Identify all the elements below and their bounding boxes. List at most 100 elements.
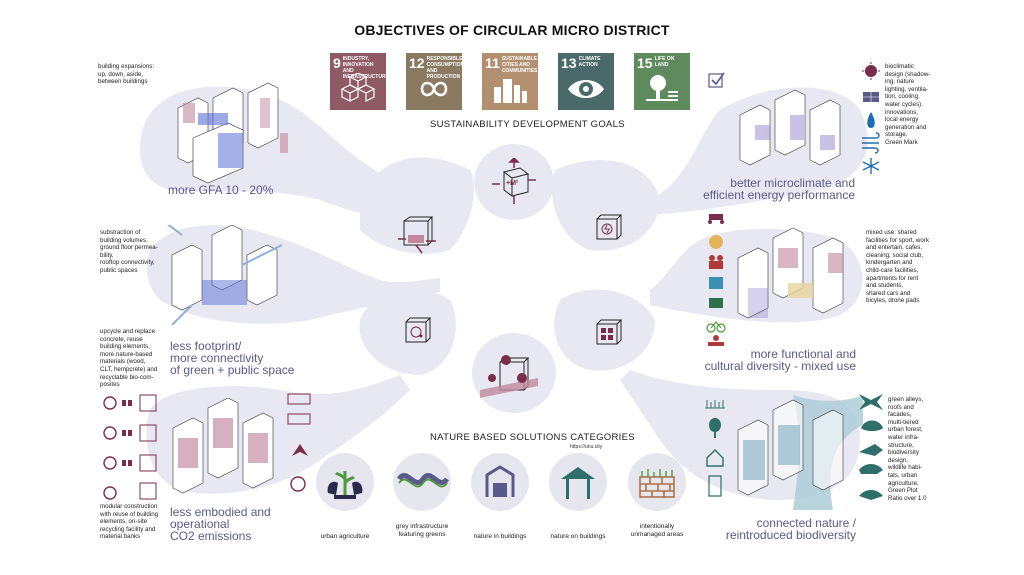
sdg-number: 9 (333, 55, 341, 71)
note-line: between buildings (98, 78, 148, 86)
nbs-label-line: featuring greens (398, 531, 446, 538)
nbs-source: https://unu.city (570, 444, 603, 450)
note-line: and entertain. cafes, (866, 244, 923, 252)
note-line: cleaning, social club, (866, 251, 924, 259)
nbs-circle-nature-on (549, 453, 607, 511)
sdg-number: 13 (561, 55, 577, 71)
note-line: substraction of (100, 229, 141, 236)
note-line: design, (888, 456, 908, 464)
agriculture-icon (327, 471, 363, 499)
note-line: building elements, (100, 343, 150, 351)
objective-mixed-use: more functional and cultural diversity -… (680, 348, 856, 372)
note-line: child-care facilities, (866, 266, 919, 274)
objective-co2: less embodied and operational CO2 emissi… (170, 506, 271, 542)
unmanaged-area-icon (639, 469, 675, 498)
objective-mixed-line2: cultural diversity - mixed use (704, 359, 856, 373)
note-line: biodiversity (888, 449, 919, 457)
note-modular: modular construction with reuse of build… (100, 503, 180, 541)
note-line: water cycles). (885, 100, 923, 108)
nature-on-building-icon (561, 467, 595, 499)
nbs-label-line: nature on buildings (550, 533, 606, 540)
sdg-label: CLIMATE ACTION (578, 56, 601, 68)
note-mixed-use: mixed use: shared facilities for sport, … (866, 229, 956, 305)
note-line: tats, urban (888, 471, 918, 479)
note-line: tion, cooling, (885, 93, 920, 101)
sdg-number: 15 (637, 55, 653, 71)
objective-co2-line1: less embodied and (170, 505, 271, 519)
objective-microclimate-line2: efficient energy performance (703, 188, 855, 202)
objective-gfa: more GFA 10 - 20% (168, 183, 274, 197)
buildings-bottom-left (172, 398, 274, 494)
gfa-cube-icon (492, 158, 536, 204)
note-line: generation and (885, 123, 927, 131)
checklist-icon (708, 72, 725, 88)
buildings-mid-right (737, 228, 844, 319)
note-subtraction: substraction of building volumes, ground… (100, 229, 170, 275)
nbs-label-nature-in: nature in buildings (455, 533, 545, 541)
note-line: upcycle and replace (100, 328, 156, 335)
note-line: and students, (866, 282, 904, 290)
note-line: multi-tiered (888, 418, 919, 426)
note-line: roofs and (888, 403, 914, 411)
objective-microclimate: better microclimate and efficient energy… (687, 177, 855, 201)
note-line: lighting, ventila- (885, 85, 928, 93)
sdg-label: RESPONSIBLE CONSUMPTION AND PRODUCTION (426, 56, 465, 80)
note-line: mixed use: shared (866, 229, 917, 236)
note-line: urban forest, (888, 426, 923, 434)
tree-icon (646, 75, 678, 101)
co2-cube-icon (405, 317, 432, 343)
green-infra-icons (705, 400, 725, 497)
nbs-label-nature-on: nature on buildings (533, 533, 623, 541)
note-line: modular construction (100, 503, 158, 510)
objective-footprint-line1: less footprint/ (170, 339, 242, 353)
note-line: with reuse of building (100, 510, 159, 518)
note-line: wildlife habi- (888, 464, 923, 472)
objective-footprint-line2: more connectivity (170, 351, 264, 365)
buildings-top-right (739, 89, 841, 166)
grey-infra-icon (396, 473, 450, 488)
nbs-label-grey-infra: grey infrastructure featuring greens (377, 523, 467, 539)
note-green: green alleys, roofs and facades, multi-t… (888, 396, 948, 502)
note-line: concrete, reuse (100, 335, 143, 343)
note-line: public spaces (100, 266, 138, 274)
note-line: innovations, (885, 108, 919, 116)
mixed-use-cube-icon (596, 319, 623, 345)
note-line: materials (wood, (100, 358, 146, 366)
note-line: ing, nature (885, 78, 915, 86)
recycle-icons-left (103, 394, 157, 500)
note-line: up, down, aside, (98, 70, 144, 78)
note-line: material banks (100, 533, 141, 541)
city-icon (494, 79, 527, 103)
note-line: more nature-based (100, 350, 153, 358)
note-line: storage, (885, 131, 908, 139)
wildlife-icons (859, 394, 883, 500)
m2-label: +M² (506, 180, 519, 187)
sdg-number: 12 (409, 55, 425, 71)
bioclimatic-icons (862, 62, 880, 174)
nbs-circle-nature-in (471, 453, 529, 511)
sdg-number: 11 (485, 55, 500, 71)
note-line: ground floor permea- (100, 244, 158, 252)
sdg-heading: SUSTAINABILITY DEVELOPMENT GOALS (430, 119, 625, 130)
nbs-label-line: unmanaged areas (630, 531, 684, 538)
mixed-use-icons (706, 214, 726, 346)
infinity-icon (420, 81, 448, 97)
nbs-label-line: grey infrastructure (395, 523, 449, 530)
sdg-label: SUSTAINABLE CITIES AND COMMUNITIES (501, 56, 538, 74)
objective-footprint: less footprint/ more connectivity of gre… (170, 340, 294, 376)
note-line: apartments for rent (866, 274, 919, 282)
nbs-circle-unmanaged (628, 453, 686, 511)
buildings-mid-left (167, 225, 283, 325)
nbs-label-line: intentionally (639, 523, 675, 530)
nbs-heading: NATURE BASED SOLUTIONS CATEGORIES (430, 432, 635, 443)
note-line: Green Mark (885, 138, 918, 146)
note-line: water infra- (888, 433, 919, 441)
note-line: bility, (100, 251, 114, 259)
buildings-bottom-right (737, 395, 863, 510)
note-line: bicyles, drone pads (866, 297, 920, 305)
buildings-top-left (177, 82, 288, 184)
eye-globe-icon (568, 80, 604, 98)
note-line: structure, (888, 441, 914, 449)
